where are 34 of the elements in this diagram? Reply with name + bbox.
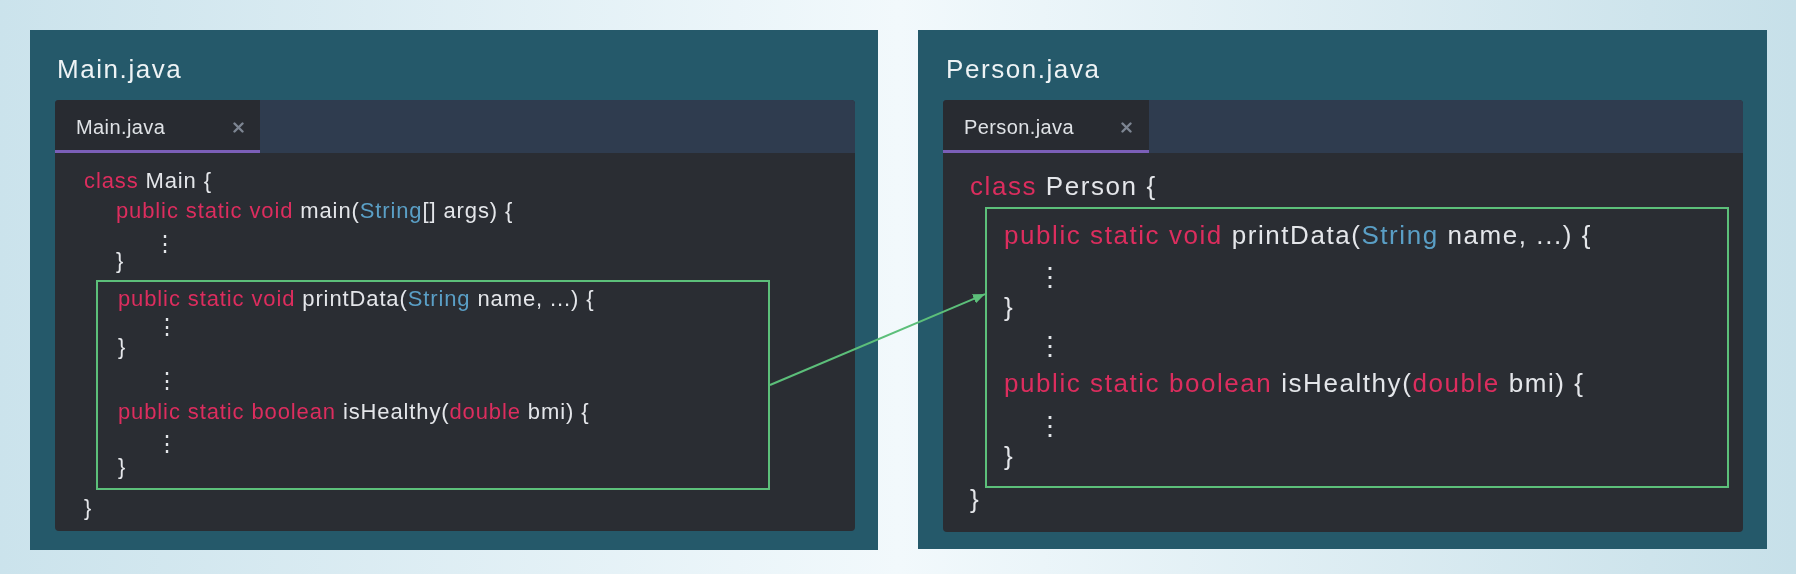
code-line: public static void main(String[] args) {: [116, 198, 514, 224]
code-line: ⋮: [1037, 262, 1065, 292]
code-line: }: [118, 334, 127, 360]
panel-title: Person.java: [946, 54, 1101, 84]
editor-tab: [943, 100, 1149, 153]
tab-title: Person.java: [964, 115, 1074, 139]
code-line: public static boolean isHealthy(double bmi) {: [1004, 368, 1585, 398]
code-line: ⋮: [154, 231, 177, 257]
code-editor: [55, 100, 855, 531]
code-line: public static boolean isHealthy(double bmi) {: [118, 399, 590, 425]
code-line: ⋮: [1037, 411, 1065, 441]
code-line: ⋮: [156, 368, 179, 394]
file-panel: [30, 30, 878, 550]
code-line: class Main {: [84, 168, 212, 194]
code-editor: [943, 100, 1743, 532]
code-line: class Person {: [970, 171, 1157, 201]
code-line: }: [84, 495, 93, 521]
code-line: ⋮: [156, 314, 179, 340]
tab-title: Main.java: [76, 115, 166, 139]
highlight-box: [985, 207, 1729, 488]
code-line: ⋮: [1037, 331, 1065, 361]
code-line: }: [970, 484, 981, 514]
editor-tab: [55, 100, 260, 153]
code-line: }: [116, 248, 125, 274]
highlight-box: [96, 280, 770, 490]
code-line: ⋮: [156, 431, 179, 457]
code-line: }: [1004, 441, 1015, 471]
code-line: }: [118, 454, 127, 480]
code-line: }: [1004, 292, 1015, 322]
code-line: public static void printData(String name, ...) {: [1004, 220, 1592, 250]
file-panel: [918, 30, 1767, 549]
arrow: [769, 293, 986, 386]
panel-title: Main.java: [57, 54, 183, 84]
code-line: public static void printData(String name, ...) {: [118, 286, 595, 312]
